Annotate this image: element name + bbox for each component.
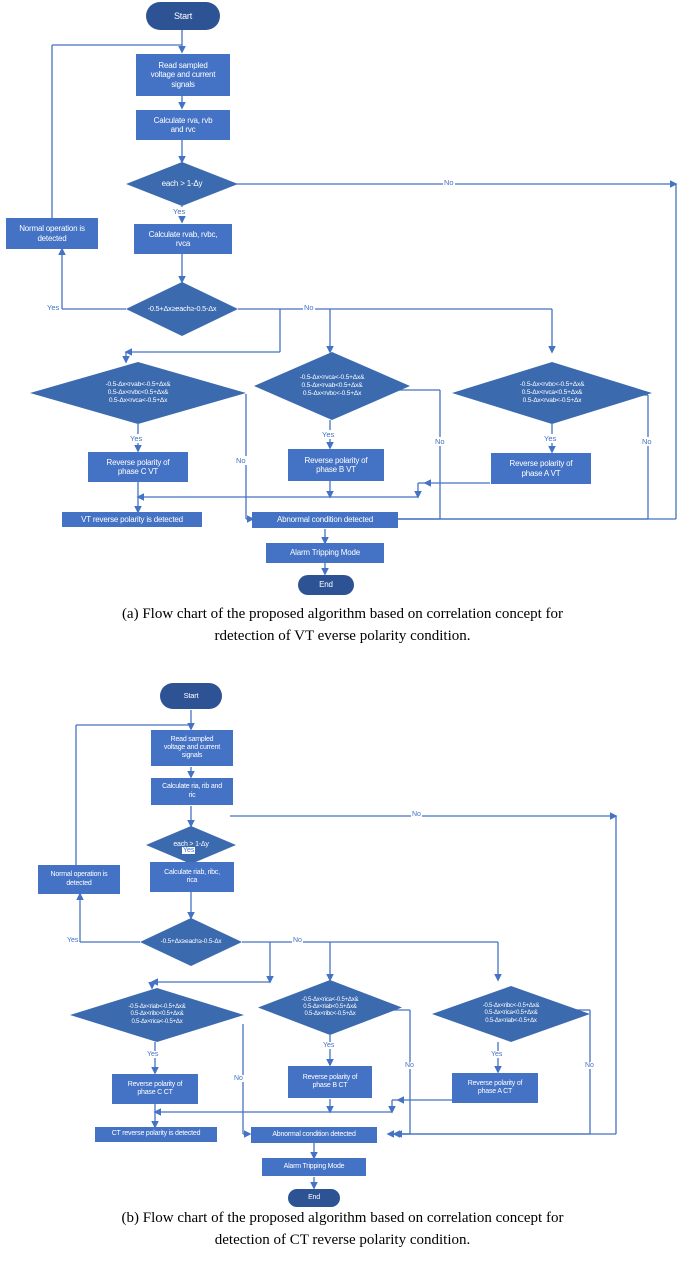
flowchart-vt-connectors <box>51 30 678 576</box>
caption-a-line-2: rdetection of VT everse polarity conditi… <box>214 627 471 644</box>
edge-label-b-yes: Yes <box>321 430 336 439</box>
node-read-signals[interactable]: Read sampled voltage and current signals <box>136 54 230 96</box>
node-ct-reverse-polarity-detected[interactable]: CT reverse polarity is detected <box>95 1127 217 1142</box>
node-reverse-polarity-phase-c[interactable]: Reverse polarity of phase C CT <box>112 1074 198 1104</box>
edge-label-range-yes: Yes <box>66 937 80 944</box>
decision-each-greater-than[interactable]: each > 1-Δy <box>146 826 236 864</box>
node-alarm-tripping-mode[interactable]: Alarm Tripping Mode <box>262 1158 366 1176</box>
edge-label-c-yes: Yes <box>129 434 144 443</box>
node-reverse-polarity-phase-c[interactable]: Reverse polarity of phase C VT <box>88 452 188 482</box>
edge-label-a-yes: Yes <box>490 1051 504 1058</box>
caption-b-line-2: detection of CT reverse polarity conditi… <box>214 1231 471 1248</box>
node-reverse-polarity-phase-a[interactable]: Reverse polarity of phase A CT <box>452 1073 538 1103</box>
decision-phase-c-condition[interactable]: -0.5-Δx<riab<-0.5+Δx& 0.5-Δx<ribc<0.5+Δx… <box>70 988 244 1042</box>
edge-label-each-no: No <box>443 178 455 187</box>
edge-label-a-yes: Yes <box>543 434 558 443</box>
figure-a-flowchart-vt: Start Read sampled voltage and current s… <box>0 0 685 600</box>
node-vt-reverse-polarity-detected[interactable]: VT reverse polarity is detected <box>62 512 202 527</box>
edge-label-c-no: No <box>233 1075 244 1082</box>
decision-each-greater-than[interactable]: each > 1-Δy <box>126 162 238 206</box>
node-calculate-ria-rib-ric[interactable]: Calculate ria, rib and ric <box>151 778 233 805</box>
node-reverse-polarity-phase-b[interactable]: Reverse polarity of phase B CT <box>288 1066 372 1098</box>
node-read-signals[interactable]: Read sampled voltage and current signals <box>151 730 233 766</box>
decision-range-each[interactable]: -0.5+Δx≥each≥-0.5-Δx <box>126 282 238 336</box>
edge-label-c-yes: Yes <box>146 1051 160 1058</box>
node-start[interactable]: Start <box>146 2 220 30</box>
node-normal-operation-detected[interactable]: Normal operation is detected <box>38 865 120 894</box>
caption-a-line-1: (a) Flow chart of the proposed algorithm… <box>121 606 564 622</box>
node-alarm-tripping-mode[interactable]: Alarm Tripping Mode <box>266 543 384 563</box>
node-calculate-rvab-rvbc-rvca[interactable]: Calculate rvab, rvbc, rvca <box>134 224 232 254</box>
node-abnormal-condition-detected[interactable]: Abnormal condition detected <box>251 1127 377 1143</box>
edge-label-c-no: No <box>235 456 247 465</box>
node-reverse-polarity-phase-a[interactable]: Reverse polarity of phase A VT <box>491 453 591 484</box>
edge-label-range-no: No <box>292 937 303 944</box>
edge-label-a-no: No <box>584 1062 595 1069</box>
node-calculate-riab-ribc-rica[interactable]: Calculate riab, ribc, rica <box>150 862 234 892</box>
node-reverse-polarity-phase-b[interactable]: Reverse polarity of phase B VT <box>288 449 384 481</box>
figure-b-flowchart-ct: Start Read sampled voltage and current s… <box>0 680 685 1207</box>
decision-phase-a-condition[interactable]: -0.5-Δx<ribc<-0.5+Δx& 0.5-Δx<rica<0.5+Δx… <box>432 986 590 1042</box>
decision-phase-a-condition[interactable]: -0.5-Δx<rvbc<-0.5+Δx& 0.5-Δx<rvca<0.5+Δx… <box>452 362 652 424</box>
flowchart-vt-canvas: Start Read sampled voltage and current s… <box>0 0 685 600</box>
node-abnormal-condition-detected[interactable]: Abnormal condition detected <box>252 512 398 528</box>
flowchart-ct-canvas: Start Read sampled voltage and current s… <box>0 680 685 1207</box>
edge-label-each-yes: Yes <box>182 847 196 854</box>
decision-phase-c-condition[interactable]: -0.5-Δx<rvab<-0.5+Δx& 0.5-Δx<rvbc<0.5+Δx… <box>30 362 246 424</box>
edge-label-range-no: No <box>303 303 315 312</box>
edge-label-b-no: No <box>404 1062 415 1069</box>
node-normal-operation-detected[interactable]: Normal operation is detected <box>6 218 98 249</box>
decision-range-each[interactable]: -0.5+Δx≥each≥-0.5-Δx <box>140 918 242 966</box>
node-calculate-rva-rvb-rvc[interactable]: Calculate rva, rvb and rvc <box>136 110 230 140</box>
edge-label-each-no: No <box>411 811 422 818</box>
node-end[interactable]: End <box>298 575 354 595</box>
node-end[interactable]: End <box>288 1189 340 1207</box>
caption-figure-a: (a) Flow chart of the proposed algorithm… <box>0 604 685 648</box>
decision-phase-b-condition[interactable]: -0.5-Δx<rica<-0.5+Δx& 0.5-Δx<riab<0.5+Δx… <box>258 980 402 1035</box>
flowchart-ct-connectors <box>75 710 618 1190</box>
caption-figure-b: (b) Flow chart of the proposed algorithm… <box>0 1208 685 1252</box>
edge-label-b-yes: Yes <box>322 1042 336 1049</box>
edge-label-a-no: No <box>641 437 653 446</box>
decision-phase-b-condition[interactable]: -0.5-Δx<rvca<-0.5+Δx& 0.5-Δx<rvab<0.5+Δx… <box>254 352 410 420</box>
caption-b-line-1: (b) Flow chart of the proposed algorithm… <box>121 1210 564 1226</box>
edge-label-each-yes: Yes <box>172 207 187 216</box>
edge-label-range-yes: Yes <box>46 303 61 312</box>
edge-label-b-no: No <box>434 437 446 446</box>
node-start[interactable]: Start <box>160 683 222 709</box>
